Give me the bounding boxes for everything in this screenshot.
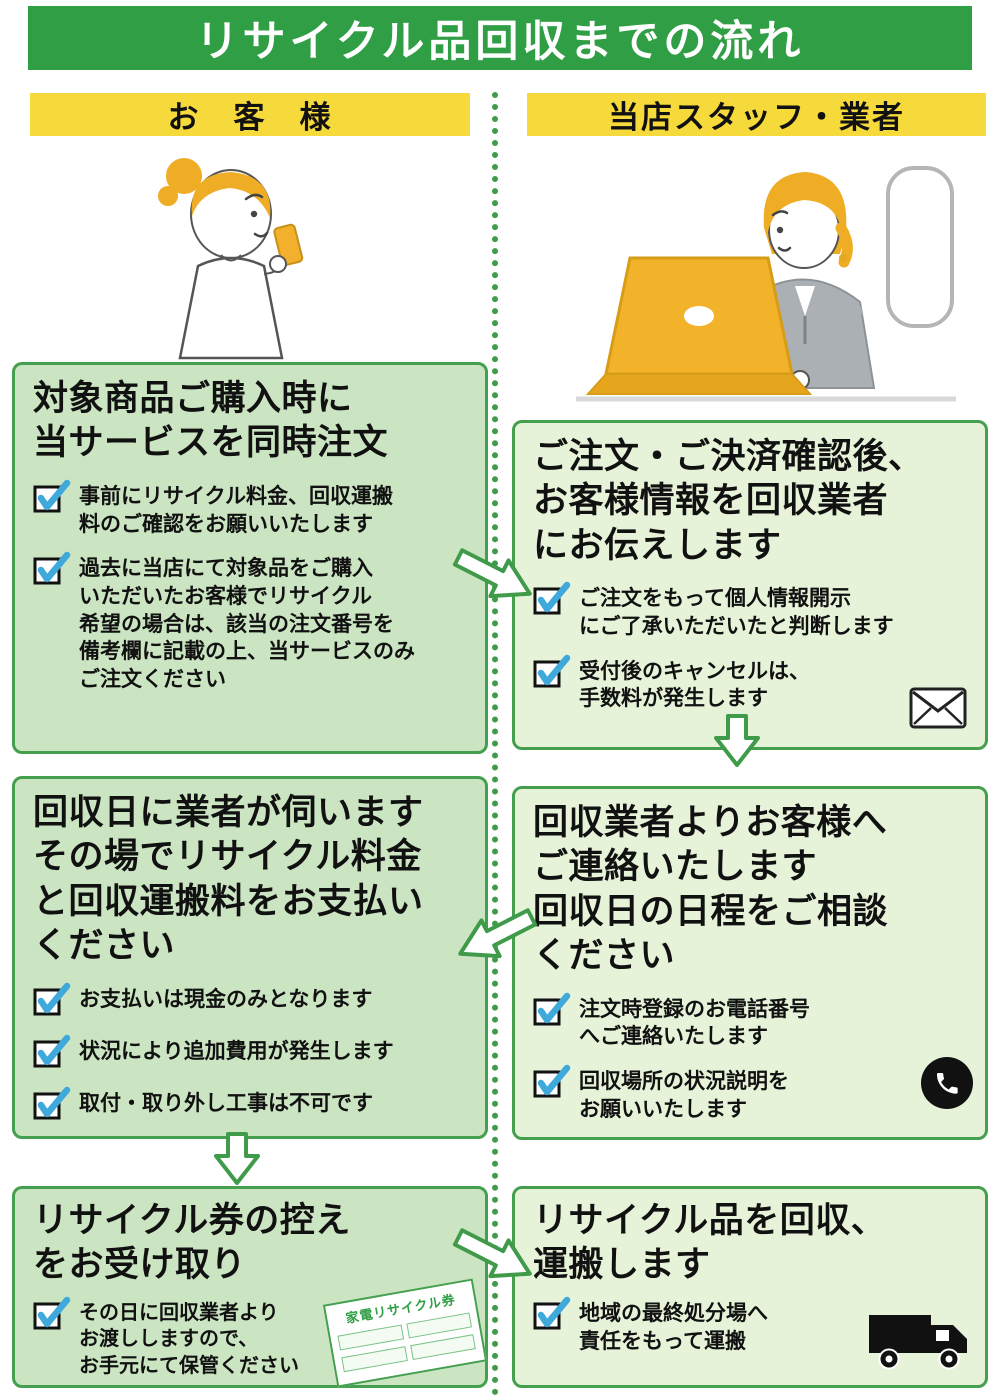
smartphone-icon [273,223,304,267]
check-item-text: 事前にリサイクル料金、回収運搬 料のご確認をお願いいたします [79,484,393,536]
envelope-icon [909,687,967,729]
check-item: 回収場所の状況説明を お願いいたします [533,1064,967,1123]
checkbox-icon [33,551,71,590]
checkbox-icon [533,1064,571,1103]
step-box-customer-order: 対象商品ご購入時に 当サービスを同時注文 事前にリサイクル料金、回収運搬 料のご… [12,362,488,754]
step-title: 対象商品ご購入時に 当サービスを同時注文 [33,379,389,463]
checkbox-icon [33,1034,71,1073]
arrow-customer-to-staff-icon [452,548,532,599]
arrow-down-customer-icon [214,1132,260,1185]
laptop-icon [585,256,813,395]
check-item-text: その日に回収業者より お渡ししますので、 お手元にて保管ください [79,1301,299,1377]
step-title: リサイクル品を回収、 運搬します [533,1201,887,1285]
check-item-text: 回収場所の状況説明を お願いいたします [579,1070,789,1121]
check-item-text: 取付・取り外し工事は不可です [79,1091,373,1115]
customer-illustration [158,158,304,360]
column-header-customer: お 客 様 [30,93,470,136]
step-box-customer-pay: 回収日に業者が伺います その場でリサイクル料金 と回収運搬料をお支払い ください… [12,776,488,1139]
arrow-down-staff-icon [714,714,760,767]
check-item: その日に回収業者より お渡ししますので、 お手元にて保管ください [33,1296,467,1379]
checkbox-icon [533,654,571,693]
check-item-text: 過去に当店にて対象品をご購入 いただいたお客様でリサイクル 希望の場合は、該当の… [79,557,415,692]
office-chair-icon [886,166,954,328]
step-title: 回収業者よりお客様へ ご連絡いたします 回収日の日程をご相談 ください [533,803,889,976]
check-item: ご注文をもって個人情報開示 にご了承いただいたと判断します [533,581,967,640]
checkbox-icon [533,581,571,620]
check-item: 過去に当店にて対象品をご購入 いただいたお客様でリサイクル 希望の場合は、該当の… [33,551,467,694]
checkbox-icon [33,982,71,1021]
check-item: 受付後のキャンセルは、 手数料が発生します [533,654,967,713]
checkbox-icon [33,479,71,518]
column-divider [492,92,498,1396]
checkbox-icon [533,992,571,1031]
check-item-text: お支払いは現金のみとなります [79,987,373,1011]
check-item: 事前にリサイクル料金、回収運搬 料のご確認をお願いいたします [33,479,467,538]
truck-icon [869,1315,967,1370]
checkbox-icon [33,1086,71,1125]
staff-illustration [576,166,956,402]
phone-icon [921,1057,973,1109]
step-box-staff-confirm: ご注文・ご決済確認後、 お客様情報を回収業者 にお伝えします ご注文をもって個人… [512,420,988,750]
check-item-text: 状況により追加費用が発生します [79,1039,394,1063]
check-item: 取付・取り外し工事は不可です [33,1086,467,1125]
page-title: リサイクル品回収までの流れ [28,6,972,70]
check-item: 注文時登録のお電話番号 へご連絡いたします [533,992,967,1051]
check-item: 地域の最終処分場へ 責任をもって運搬 [533,1296,967,1355]
check-item-text: 地域の最終処分場へ 責任をもって運搬 [579,1301,768,1353]
checkbox-icon [533,1296,571,1335]
check-item-text: 注文時登録のお電話番号 へご連絡いたします [579,997,810,1049]
arrow-customer-to-staff-2-icon [452,1228,532,1279]
step-title: リサイクル券の控え をお受け取り [33,1201,351,1285]
check-item: お支払いは現金のみとなります [33,982,467,1021]
check-item: 状況により追加費用が発生します [33,1034,467,1073]
step-box-staff-contact: 回収業者よりお客様へ ご連絡いたします 回収日の日程をご相談 ください 注文時登… [512,786,988,1140]
step-box-staff-collect: リサイクル品を回収、 運搬します 地域の最終処分場へ 責任をもって運搬 [512,1186,988,1388]
check-item-text: ご注文をもって個人情報開示 にご了承いただいたと判断します [579,587,894,639]
step-title: ご注文・ご決済確認後、 お客様情報を回収業者 にお伝えします [533,437,924,565]
step-box-customer-ticket: リサイクル券の控え をお受け取り その日に回収業者より お渡ししますので、 お手… [12,1186,488,1388]
checkbox-icon [33,1296,71,1335]
check-item-text: 受付後のキャンセルは、 手数料が発生します [579,659,810,711]
step-title: 回収日に業者が伺います その場でリサイクル料金 と回収運搬料をお支払い ください [33,793,424,966]
column-header-staff: 当店スタッフ・業者 [527,93,986,136]
arrow-staff-to-customer-icon [458,908,538,959]
